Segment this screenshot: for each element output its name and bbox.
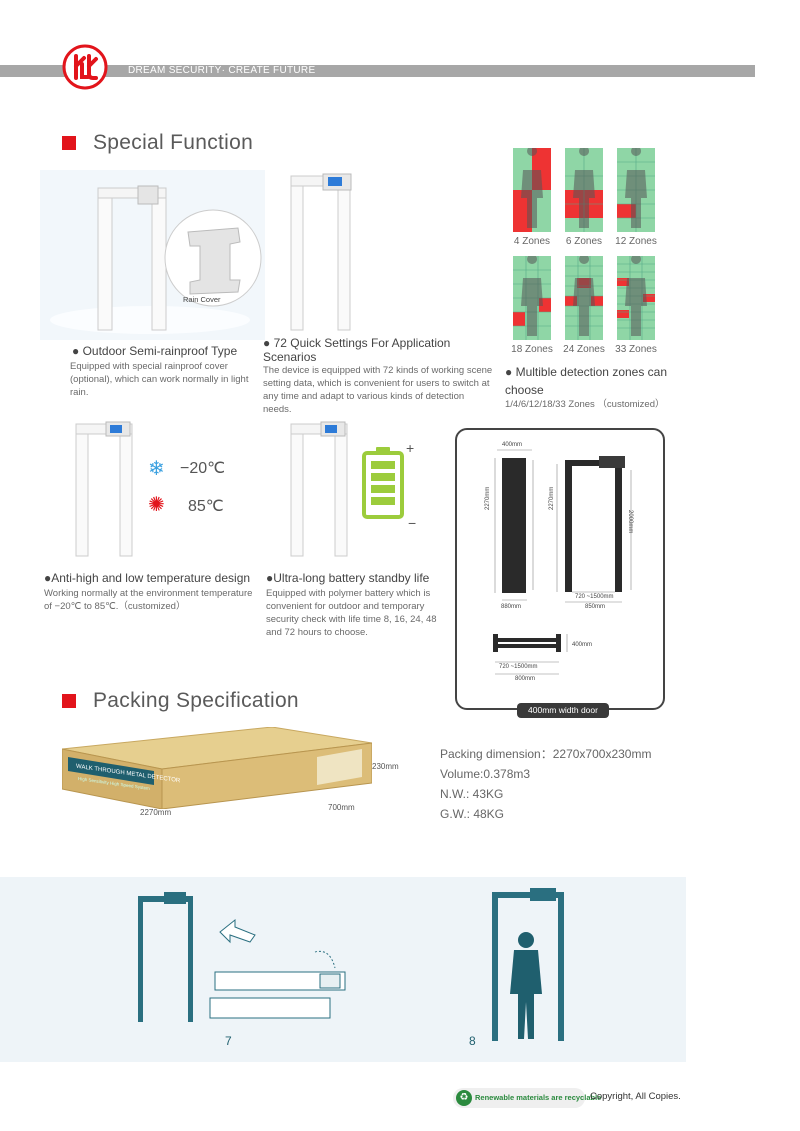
header-tagline: DREAM SECURITY· CREATE FUTURE	[128, 65, 316, 76]
section-marker	[62, 136, 76, 150]
feature-temp-title-text: Anti-high and low temperature design	[51, 571, 251, 585]
step-7-illustration	[138, 892, 346, 1022]
zone-diagram-4	[513, 148, 551, 232]
feature-quick-text: The device is equipped with 72 kinds of …	[263, 365, 493, 415]
feature-battery-title-text: Ultra-long battery standby life	[273, 571, 430, 585]
packing-specs: Packing dimension：2270x700x230mm Volume:…	[440, 744, 651, 824]
recycle-icon: ♻	[456, 1090, 472, 1106]
battery-plus: +	[406, 440, 415, 456]
battery-gate-image	[290, 421, 348, 557]
feature-quick-title-text: 72 Quick Settings For Application Scenar…	[263, 336, 451, 364]
zones-grid: 4 Zones 6 Zones 12 Zones 18 Zones 24 Zon…	[511, 148, 663, 368]
quick-settings-gate-image	[290, 173, 352, 331]
install-steps-panel	[0, 877, 686, 1062]
zone-diagram-33	[617, 256, 655, 340]
copyright: Copyright, All Copies.	[590, 1091, 681, 1102]
packing-gross-weight: G.W.: 48KG	[440, 807, 505, 821]
section-title-special: Special Function	[93, 131, 254, 154]
zone-label-18: 18 Zones	[511, 344, 553, 355]
zone-label-12: 12 Zones	[615, 236, 657, 247]
zone-diagram-12	[617, 148, 655, 232]
feature-zones-text: 1/4/6/12/18/33 Zones （customized）	[505, 399, 665, 410]
dimension-caption: 400mm width door	[517, 703, 609, 718]
feature-zones-title: ● Multible detection zones can choose	[505, 365, 668, 397]
feature-outdoor-title: ● Outdoor Semi-rainproof Type	[72, 344, 238, 358]
packing-net-weight: N.W.: 43KG	[440, 787, 504, 801]
zone-diagram-18	[513, 256, 551, 340]
packing-length: 2270mm	[140, 808, 172, 817]
snowflake-icon: ❄	[148, 458, 165, 480]
feature-battery-text: Equipped with polymer battery which is c…	[266, 588, 437, 638]
sun-icon: ✺	[148, 494, 165, 516]
rain-cover-label: Rain Cover	[183, 295, 221, 304]
packing-height: 230mm	[372, 762, 399, 771]
zone-label-33: 33 Zones	[615, 344, 657, 355]
dim-850: 850mm	[585, 604, 606, 610]
feature-zones-title-text: Multible detection zones can choose	[505, 365, 668, 397]
feature-battery-title: ●Ultra-long battery standby life	[266, 571, 430, 585]
step-8-illustration	[492, 888, 564, 1041]
zone-label-4: 4 Zones	[513, 236, 551, 247]
zone-label-24: 24 Zones	[563, 344, 605, 355]
dim-800: 800mm	[515, 676, 536, 682]
header-bar	[0, 65, 755, 77]
battery-icon	[362, 447, 404, 519]
battery-minus: −	[408, 515, 417, 531]
dim-2270-a: 2270mm	[485, 486, 491, 510]
packing-box-image	[62, 727, 372, 809]
step-number-8: 8	[469, 1034, 476, 1048]
dim-2270-b: 2270mm	[549, 486, 555, 510]
packing-width: 700mm	[328, 803, 355, 812]
feature-quick-title: ● 72 Quick Settings For Application Scen…	[263, 336, 451, 364]
temperature-low: −20℃	[180, 460, 226, 477]
feature-outdoor-text: Equipped with special rainproof cover (o…	[70, 361, 249, 398]
zone-diagram-24	[565, 256, 603, 340]
packing-volume: Volume:0.378m3	[440, 767, 531, 781]
temperature-gate-image	[75, 421, 133, 557]
recycle-badge	[453, 1088, 585, 1108]
step-number-7: 7	[225, 1034, 232, 1048]
temperature-high: 85℃	[188, 498, 224, 515]
company-logo	[62, 44, 108, 90]
dim-880: 880mm	[501, 604, 522, 610]
recycle-text: Renewable materials are recyclable	[475, 1093, 602, 1102]
dimension-lines	[493, 449, 632, 675]
dim-400: 400mm	[502, 442, 523, 448]
feature-temp-text: Working normally at the environment temp…	[44, 588, 253, 612]
dim-720-1500: 720 ~1500mm	[575, 594, 614, 600]
dim-400-b: 400mm	[572, 642, 593, 648]
dimension-drawing: 400mm 2270mm 880mm 2270mm 2000mm 720 ~15…	[455, 428, 665, 710]
rainproof-gate-image	[40, 170, 265, 340]
dim-720-1500-b: 720 ~1500mm	[499, 664, 538, 670]
feature-temp-title: ●Anti-high and low temperature design	[44, 571, 251, 585]
zone-label-6: 6 Zones	[565, 236, 603, 247]
section-title-packing: Packing Specification	[93, 689, 299, 712]
packing-dimension: Packing dimension：2270x700x230mm	[440, 747, 652, 761]
section-marker-packing	[62, 694, 76, 708]
dim-2000: 2000mm	[627, 510, 633, 534]
feature-outdoor-title-text: Outdoor Semi-rainproof Type	[82, 344, 238, 358]
zone-diagram-6	[565, 148, 603, 232]
